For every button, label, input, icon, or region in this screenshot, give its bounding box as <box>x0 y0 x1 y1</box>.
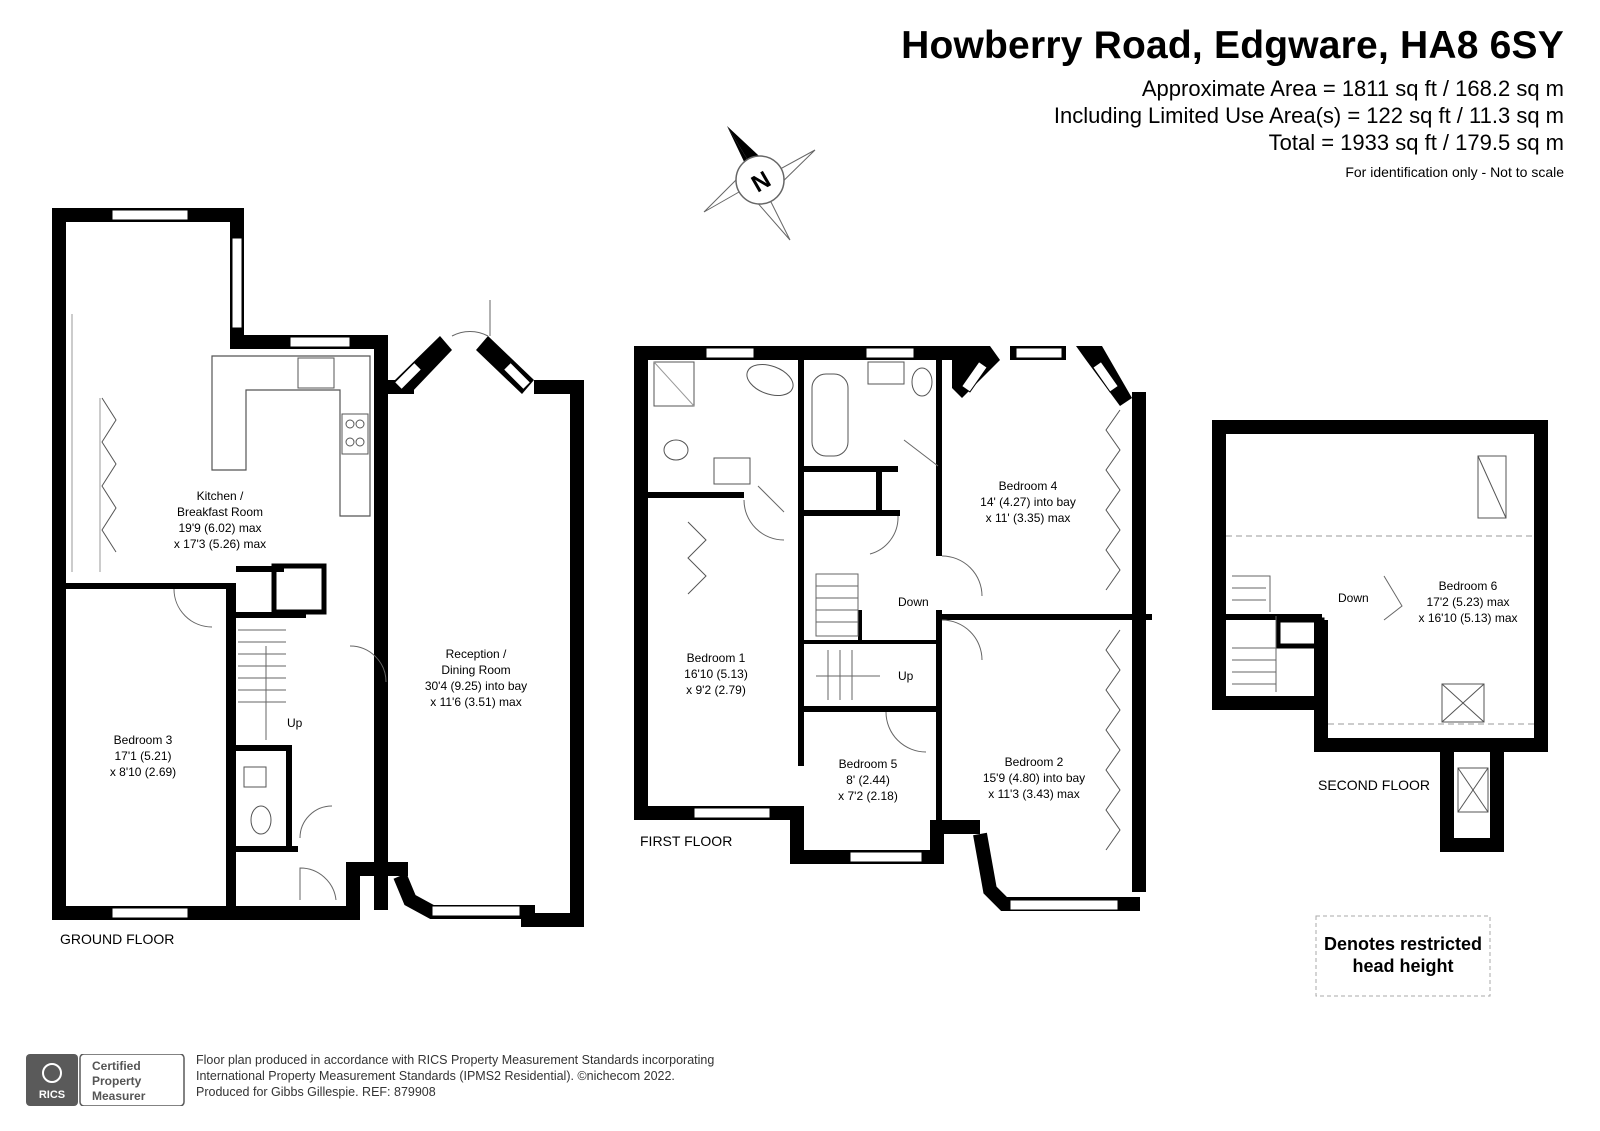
bedroom2-label: Bedroom 2 15'9 (4.80) into bay x 11'3 (3… <box>983 755 1085 801</box>
svg-text:17'2 (5.23) max: 17'2 (5.23) max <box>1427 595 1510 609</box>
svg-text:15'9 (4.80) into bay: 15'9 (4.80) into bay <box>983 771 1085 785</box>
first-stairs-up-label: Up <box>898 669 914 683</box>
svg-text:16'10 (5.13): 16'10 (5.13) <box>684 667 748 681</box>
svg-text:Bedroom 5: Bedroom 5 <box>839 757 898 771</box>
svg-text:Bedroom 6: Bedroom 6 <box>1439 579 1498 593</box>
svg-text:Bedroom 3: Bedroom 3 <box>114 733 173 747</box>
svg-text:head height: head height <box>1352 956 1453 976</box>
kitchen-label: Kitchen / Breakfast Room 19'9 (6.02) max… <box>174 489 266 551</box>
bedroom1-label: Bedroom 1 16'10 (5.13) x 9'2 (2.79) <box>684 651 748 697</box>
svg-text:x 11'3 (3.43) max: x 11'3 (3.43) max <box>988 787 1079 801</box>
total-area: Total = 1933 sq ft / 179.5 sq m <box>1268 130 1564 155</box>
svg-text:Breakfast Room: Breakfast Room <box>177 505 263 519</box>
identification-note: For identification only - Not to scale <box>1345 164 1564 180</box>
svg-text:Denotes restricted: Denotes restricted <box>1324 934 1482 954</box>
svg-text:Reception /: Reception / <box>446 647 507 661</box>
reception-label: Reception / Dining Room 30'4 (9.25) into… <box>425 647 527 709</box>
svg-text:Bedroom 4: Bedroom 4 <box>999 479 1058 493</box>
second-floor-plan: Down <box>1212 420 1548 852</box>
svg-text:x 9'2 (2.79): x 9'2 (2.79) <box>686 683 746 697</box>
property-title: Howberry Road, Edgware, HA8 6SY <box>901 24 1564 67</box>
svg-text:x 16'10 (5.13) max: x 16'10 (5.13) max <box>1418 611 1517 625</box>
restricted-height-key: Denotes restricted head height <box>1315 915 1491 997</box>
svg-text:14' (4.27) into bay: 14' (4.27) into bay <box>980 495 1076 509</box>
svg-text:30'4 (9.25) into bay: 30'4 (9.25) into bay <box>425 679 527 693</box>
second-floor-label: SECOND FLOOR <box>1318 777 1430 793</box>
footer-line-1: Floor plan produced in accordance with R… <box>196 1053 715 1067</box>
bedroom5-label: Bedroom 5 8' (2.44) x 7'2 (2.18) <box>838 757 898 803</box>
footer-line-3: Produced for Gibbs Gillespie. REF: 87990… <box>196 1085 436 1099</box>
svg-text:x 8'10 (2.69): x 8'10 (2.69) <box>110 765 176 779</box>
svg-text:17'1 (5.21): 17'1 (5.21) <box>115 749 172 763</box>
badge-line-1: Certified <box>92 1059 141 1073</box>
svg-text:8' (2.44): 8' (2.44) <box>846 773 890 787</box>
svg-text:Kitchen /: Kitchen / <box>197 489 244 503</box>
rics-emblem-icon <box>42 1063 62 1083</box>
svg-text:x 11'6 (3.51) max: x 11'6 (3.51) max <box>430 695 521 709</box>
ground-floor-label: GROUND FLOOR <box>60 931 174 947</box>
approx-area: Approximate Area = 1811 sq ft / 168.2 sq… <box>1141 76 1564 101</box>
first-stairs-down-label: Down <box>898 595 929 609</box>
svg-text:x 7'2 (2.18): x 7'2 (2.18) <box>838 789 898 803</box>
svg-text:Bedroom 2: Bedroom 2 <box>1005 755 1064 769</box>
limited-use-area: Including Limited Use Area(s) = 122 sq f… <box>1053 103 1564 128</box>
svg-text:x 17'3 (5.26) max: x 17'3 (5.26) max <box>174 537 266 551</box>
bedroom4-label: Bedroom 4 14' (4.27) into bay x 11' (3.3… <box>980 479 1076 525</box>
bedroom6-label: Bedroom 6 17'2 (5.23) max x 16'10 (5.13)… <box>1418 579 1517 625</box>
svg-text:Dining Room: Dining Room <box>441 663 510 677</box>
svg-text:x 11' (3.35) max: x 11' (3.35) max <box>986 511 1071 525</box>
second-stairs-down-label: Down <box>1338 591 1369 605</box>
first-floor-plan: Down Up <box>634 346 1152 911</box>
svg-text:Bedroom 1: Bedroom 1 <box>687 651 746 665</box>
ground-stairs-up-label: Up <box>287 716 303 730</box>
svg-text:19'9 (6.02) max: 19'9 (6.02) max <box>179 521 262 535</box>
ground-floor-plan: Up <box>52 208 584 927</box>
bedroom3-label: Bedroom 3 17'1 (5.21) x 8'10 (2.69) <box>110 733 176 779</box>
rics-text: RICS <box>39 1089 65 1101</box>
footer-line-2: International Property Measurement Stand… <box>196 1069 675 1083</box>
badge-line-2: Property <box>92 1074 142 1088</box>
footer-text: Floor plan produced in accordance with R… <box>196 1052 714 1100</box>
rics-certified-badge: RICS Certified Property Measurer <box>26 1054 185 1106</box>
first-floor-label: FIRST FLOOR <box>640 833 732 849</box>
compass-icon: N <box>703 126 816 241</box>
badge-line-3: Measurer <box>92 1089 146 1103</box>
